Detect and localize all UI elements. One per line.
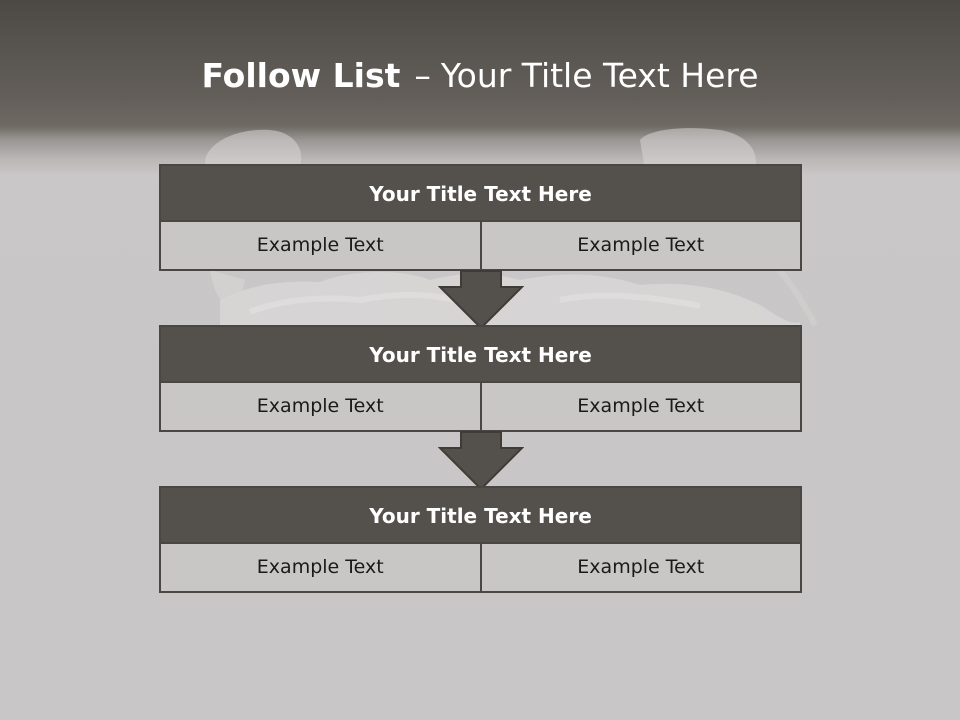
block-row: Example Text Example Text — [161, 222, 800, 269]
block-cell-right: Example Text — [479, 544, 800, 591]
flow-block-2: Your Title Text Here Example Text Exampl… — [159, 325, 802, 432]
block-cell-left: Example Text — [161, 544, 480, 591]
block-heading: Your Title Text Here — [161, 166, 800, 222]
block-heading: Your Title Text Here — [161, 488, 800, 544]
down-arrow-icon — [438, 270, 524, 330]
block-heading: Your Title Text Here — [161, 327, 800, 383]
down-arrow-icon — [438, 431, 524, 491]
block-cell-right: Example Text — [479, 222, 800, 269]
flow-block-3: Your Title Text Here Example Text Exampl… — [159, 486, 802, 593]
header-band — [0, 0, 960, 175]
block-cell-right: Example Text — [479, 383, 800, 430]
block-cell-left: Example Text — [161, 222, 480, 269]
block-cell-left: Example Text — [161, 383, 480, 430]
title-bold-part: Follow List — [201, 56, 401, 95]
block-row: Example Text Example Text — [161, 544, 800, 591]
title-separator: – — [414, 56, 431, 95]
title-rest: Your Title Text Here — [440, 56, 759, 95]
flow-block-1: Your Title Text Here Example Text Exampl… — [159, 164, 802, 271]
slide-title: Follow List–Your Title Text Here — [0, 52, 960, 102]
block-row: Example Text Example Text — [161, 383, 800, 430]
